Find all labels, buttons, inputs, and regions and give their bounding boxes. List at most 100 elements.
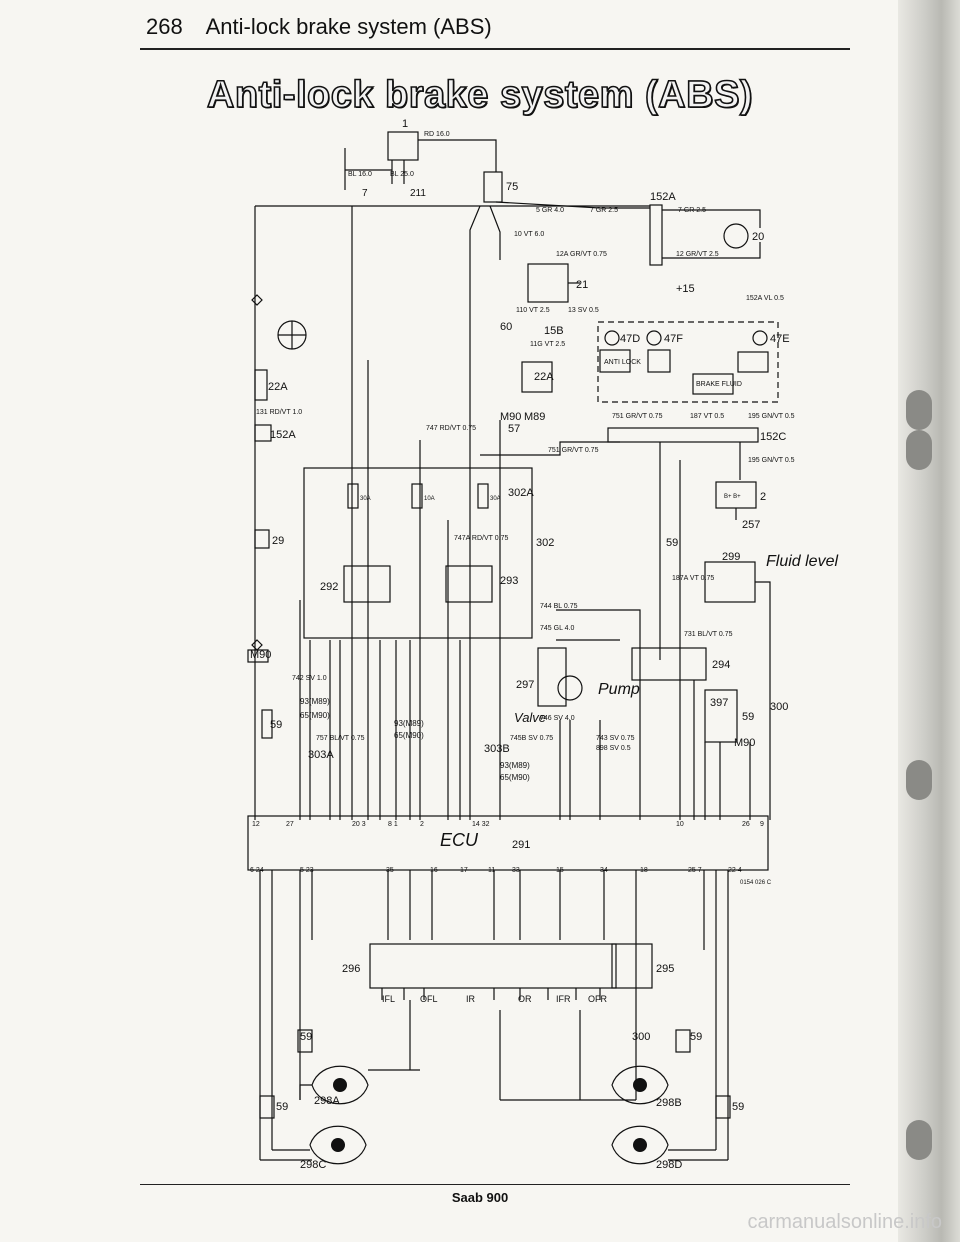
pump-motor bbox=[557, 675, 583, 701]
label-c59-e: 59 bbox=[276, 1101, 288, 1113]
ecu-pin-bottom: 16 bbox=[430, 867, 438, 874]
label-c15B: 15B bbox=[544, 325, 564, 337]
ecu-pin-bottom: 25 7 bbox=[688, 867, 702, 874]
wire-745b: 745B SV 0.75 bbox=[510, 735, 553, 742]
wire-152a: 152A VL 0.5 bbox=[746, 295, 784, 302]
wire-11g: 11G VT 2.5 bbox=[530, 341, 565, 348]
label-c302A: 302A bbox=[508, 487, 534, 499]
wire-rd16: RD 16.0 bbox=[424, 131, 450, 138]
valve-label: IFR bbox=[556, 994, 571, 1004]
label-anti-lock: ANTI LOCK bbox=[604, 359, 641, 366]
wire-751: 751 GR/VT 0.75 bbox=[548, 447, 599, 454]
label-c292: 292 bbox=[320, 581, 338, 593]
ecu-291 bbox=[247, 815, 769, 871]
wire-187a: 187A VT 0.75 bbox=[672, 575, 714, 582]
ecu-pin-top: 20 3 bbox=[352, 821, 366, 828]
relay-22A bbox=[521, 361, 553, 393]
label-c47F: 47F bbox=[664, 333, 683, 345]
relay-21 bbox=[527, 263, 569, 303]
wire-10vt: 10 VT 6.0 bbox=[514, 231, 544, 238]
ecu-pin-bottom: 22 4 bbox=[728, 867, 742, 874]
label-c297: 297 bbox=[516, 679, 534, 691]
valve-label: OFL bbox=[420, 994, 438, 1004]
wire-195: 195 GN/VT 0.5 bbox=[748, 413, 795, 420]
wire-747a: 747A RD/VT 0.75 bbox=[454, 535, 508, 542]
label-code: 0154 026 C bbox=[740, 880, 772, 886]
ecu-pin-bottom: 17 bbox=[460, 867, 468, 874]
wire-731: 731 BL/VT 0.75 bbox=[684, 631, 733, 638]
wire-187: 187 VT 0.5 bbox=[690, 413, 724, 420]
relay-label-30a2: 30A bbox=[490, 496, 501, 502]
page-number: 268 bbox=[146, 14, 183, 39]
main-title: Anti-lock brake system (ABS) bbox=[206, 73, 754, 117]
label-c293: 293 bbox=[500, 575, 518, 587]
label-c257: 257 bbox=[742, 519, 760, 531]
label-c57: 57 bbox=[508, 423, 520, 435]
ecu-pin-bottom: 15 bbox=[556, 867, 564, 874]
label-m90-top: M90 bbox=[500, 411, 521, 423]
ecu-pin-top: 2 bbox=[420, 821, 424, 828]
ecu-pin-bottom: 11 bbox=[488, 867, 495, 874]
wire-65b: 65(M90) bbox=[394, 731, 424, 740]
footer-text: Saab 900 bbox=[451, 1190, 509, 1205]
wire-131: 131 RD/VT 1.0 bbox=[256, 409, 302, 416]
wire-7: 7 bbox=[362, 188, 368, 199]
label-c59-c: 59 bbox=[300, 1031, 312, 1043]
wire-195b: 195 GN/VT 0.5 bbox=[748, 457, 795, 464]
label-c59-f: 59 bbox=[732, 1101, 744, 1113]
label-c291: 291 bbox=[512, 839, 530, 851]
relay-293 bbox=[445, 565, 493, 603]
ecu-pin-top: 26 bbox=[742, 821, 750, 828]
section-title: Anti-lock brake system (ABS) bbox=[205, 14, 492, 39]
ecu-pin-bottom: 34 bbox=[600, 867, 608, 874]
ecu-pin-top: 8 1 bbox=[388, 821, 398, 828]
handwritten-h2: Valve bbox=[514, 710, 546, 725]
watermark: carmanualsonline.info bbox=[747, 1211, 942, 1233]
label-c20: 20 bbox=[752, 231, 764, 243]
handwritten-notes: Fluid level Pump Valve ECU bbox=[440, 553, 838, 850]
wire-7gr25b: 7 GR 2.5 bbox=[678, 207, 706, 214]
label-m89: M89 bbox=[524, 411, 545, 423]
wire-757: 757 BL/VT 0.75 bbox=[316, 735, 365, 742]
wire-747: 747 RD/VT 0.75 bbox=[426, 425, 476, 432]
label-m90-b: M90 bbox=[734, 737, 755, 749]
wire-93b: 93(M89) bbox=[394, 719, 424, 728]
ecu-pin-top: 12 bbox=[252, 821, 260, 828]
valve-block-295 bbox=[611, 943, 653, 989]
label-brake-fluid: BRAKE FLUID bbox=[696, 381, 742, 388]
valve-block-296 bbox=[369, 943, 617, 989]
wire-12a: 12A GR/VT 0.75 bbox=[556, 251, 607, 258]
wire-93: 93(M89) bbox=[300, 697, 330, 706]
label-c300-b: 300 bbox=[632, 1031, 650, 1043]
valve-label: OR bbox=[518, 994, 532, 1004]
page-header: 268 Anti-lock brake system (ABS) bbox=[146, 14, 492, 40]
wire-7gr25a: 7 GR 2.5 bbox=[590, 207, 618, 214]
ecu-pin-top: 9 bbox=[760, 821, 764, 828]
ecu-pin-top: 27 bbox=[286, 821, 294, 828]
label-c59-g: 59 bbox=[270, 719, 282, 731]
label-c29: 29 bbox=[272, 535, 284, 547]
relay-labels: 30A 10A 30A B+ B+ bbox=[360, 494, 741, 502]
label-c299: 299 bbox=[722, 551, 740, 563]
handwritten-h3: ECU bbox=[440, 830, 479, 850]
brake-switch-299 bbox=[704, 561, 756, 603]
wires bbox=[247, 131, 779, 1165]
relay-label-10a: 10A bbox=[424, 496, 435, 502]
binding-hole bbox=[906, 390, 932, 430]
label-c47E: 47E bbox=[770, 333, 790, 345]
label-c294: 294 bbox=[712, 659, 730, 671]
wire-93c: 93(M89) bbox=[500, 761, 530, 770]
battery-box bbox=[387, 131, 419, 161]
label-c152C: 152C bbox=[760, 431, 786, 443]
label-c298C: 298C bbox=[300, 1159, 326, 1171]
binding-strip bbox=[898, 0, 960, 1242]
label-c2: 2 bbox=[760, 491, 766, 503]
valve-label: OFR bbox=[588, 994, 607, 1004]
ignition-switch-20 bbox=[723, 223, 749, 249]
relay-label-b-plus: B+ B+ bbox=[724, 494, 741, 500]
wire-746: 746 SV 4.0 bbox=[540, 715, 575, 722]
ecu-pin-bottom: 35 bbox=[386, 867, 394, 874]
wire-65: 65(M90) bbox=[300, 711, 330, 720]
